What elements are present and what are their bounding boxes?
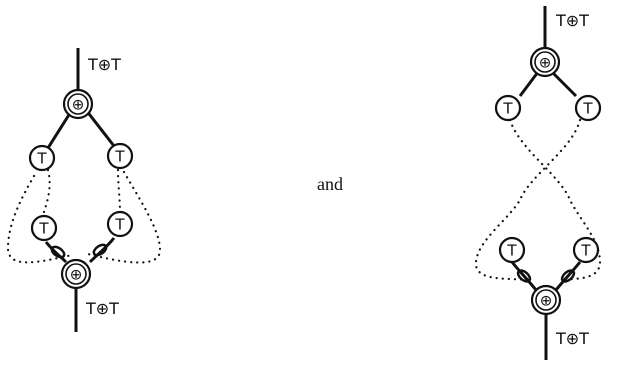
right-upper-branch-right — [550, 70, 578, 98]
right-twist-loop-right — [560, 269, 576, 283]
right-lower-center-node: ⊕ — [530, 284, 562, 316]
svg-text:T: T — [580, 242, 591, 260]
svg-text:T: T — [502, 100, 513, 118]
right-lower-left-node: T — [498, 236, 526, 264]
left-dotted-inner-left — [42, 168, 51, 214]
svg-text:T: T — [38, 220, 49, 238]
right-twist-loop-left — [516, 269, 532, 283]
svg-text:T: T — [114, 148, 125, 166]
left-bottom-label: T⊕T — [85, 299, 119, 318]
left-dotted-loop-right — [86, 170, 162, 264]
left-upper-left-node: T — [28, 144, 56, 172]
left-lower-center-node: ⊕ — [60, 258, 92, 290]
right-upper-branch-left — [518, 71, 540, 97]
left-lower-left-node: T — [30, 214, 58, 242]
svg-text:T: T — [582, 100, 593, 118]
right-top-label: T⊕T — [555, 11, 589, 30]
left-diagram: ⊕ T T T T ⊕ T⊕T T⊕T — [6, 48, 162, 332]
right-lower-branch-left — [510, 261, 538, 291]
left-dotted-inner-right — [116, 168, 122, 214]
right-upper-left-node: T — [494, 94, 522, 122]
right-dotted-cross-b — [474, 118, 582, 282]
left-lower-branch-left — [44, 241, 68, 264]
left-lower-branch-right — [88, 237, 116, 264]
left-upper-branch-right — [84, 109, 116, 147]
left-top-label: T⊕T — [87, 55, 121, 74]
right-bottom-label: T⊕T — [555, 329, 589, 348]
left-twist-loop-right — [92, 243, 108, 257]
svg-text:T: T — [506, 242, 517, 260]
right-dotted-cross-a — [508, 118, 602, 282]
connector-text: and — [317, 174, 343, 194]
svg-text:⊕: ⊕ — [72, 96, 85, 114]
svg-text:T: T — [36, 150, 47, 168]
right-upper-right-node: T — [574, 94, 602, 122]
left-twist-loop-left — [50, 245, 66, 259]
svg-text:⊕: ⊕ — [540, 292, 553, 310]
svg-text:T: T — [114, 216, 125, 234]
svg-text:⊕: ⊕ — [70, 266, 83, 284]
left-upper-center-node: ⊕ — [62, 88, 94, 120]
left-upper-branch-left — [46, 109, 74, 149]
right-lower-right-node: T — [572, 236, 600, 264]
left-lower-right-node: T — [106, 210, 134, 238]
right-lower-branch-right — [554, 261, 582, 291]
right-upper-center-node: ⊕ — [529, 46, 561, 78]
right-diagram: ⊕ T T T T ⊕ T⊕T T⊕T — [474, 6, 602, 360]
left-upper-right-node: T — [106, 142, 134, 170]
svg-text:⊕: ⊕ — [539, 54, 552, 72]
